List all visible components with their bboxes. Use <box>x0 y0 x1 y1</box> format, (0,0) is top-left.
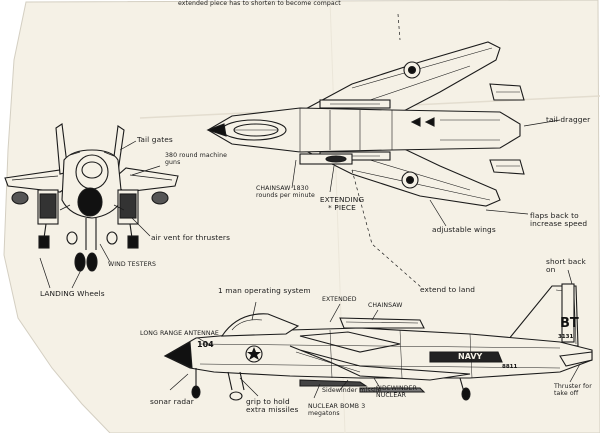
landing-wheels-label: LANDING Wheels <box>40 289 105 298</box>
tail-number-marking: 3131 <box>558 334 574 340</box>
extending-piece-label: EXTENDING * PIECE <box>319 195 365 212</box>
side-view-leaders <box>169 269 581 399</box>
grip-label: grip to hold extra missiles <box>246 397 299 414</box>
sidewinder-missile-label: Sidewinder missile <box>322 387 382 394</box>
antennae-label: LONG RANGE ANTENNAE <box>140 330 219 337</box>
air-vent-label: air vent for thrusters <box>151 233 231 242</box>
sidewinder-nuclear-label: SIDEWINDER NUCLEAR <box>376 385 417 399</box>
thruster-label: Thruster for take off <box>554 383 592 397</box>
nuclear-bomb-label: NUCLEAR BOMB 3 megatons <box>308 403 366 417</box>
extend-to-land-label: extend to land <box>420 285 476 294</box>
front-view-leaders <box>39 140 161 289</box>
sonar-radar-label: sonar radar <box>150 397 194 406</box>
short-back-label: short back on <box>546 257 586 274</box>
tail-dragger-label: tail dragger <box>546 115 591 124</box>
chainsaw-top-label: CHAINSAW 1830 rounds per minute <box>256 185 315 199</box>
tail-gates-label: Tail gates <box>137 135 173 144</box>
extended-label: EXTENDED <box>322 296 357 303</box>
machine-guns-label: 380 round machine guns <box>165 152 227 166</box>
chainsaw-side-label: CHAINSAW <box>368 302 403 309</box>
top-note: extended piece has to shorten to become … <box>178 0 341 7</box>
top-view-leaders <box>291 13 561 289</box>
operating-system-label: 1 man operating system <box>218 286 311 295</box>
adjustable-wings-label: adjustable wings <box>432 225 496 234</box>
navy-marking: NAVY <box>458 352 483 361</box>
flaps-back-label: flaps back to increase speed <box>530 211 588 228</box>
tail-code-marking: BT <box>560 316 579 331</box>
rear-number-marking: 8811 <box>502 364 518 370</box>
front-view-jet <box>4 123 179 272</box>
nose-number-marking: 104 <box>197 340 214 349</box>
side-view-jet <box>163 283 593 401</box>
wind-testers-label: WIND TESTERS <box>108 261 157 268</box>
paper-sheet <box>3 0 600 433</box>
top-view-jet <box>206 41 525 207</box>
